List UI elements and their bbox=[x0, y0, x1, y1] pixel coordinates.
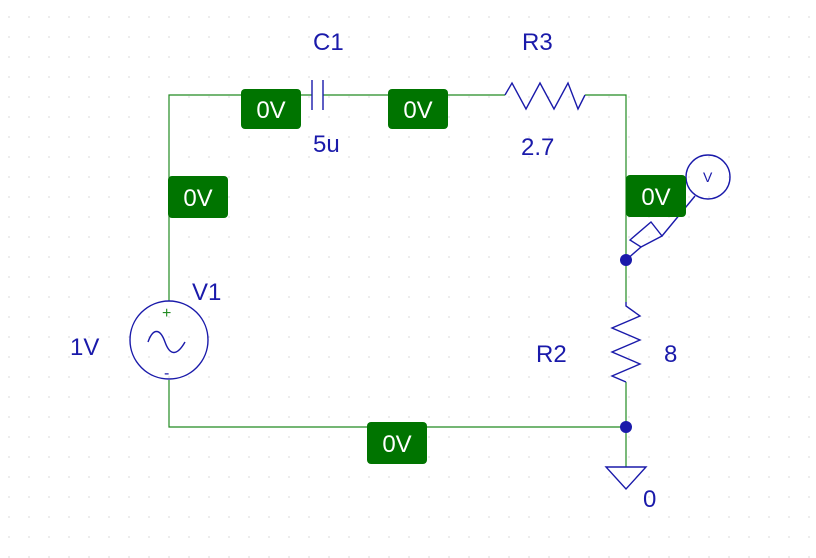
voltage-marker[interactable]: 0V bbox=[168, 176, 228, 218]
c1-name: C1 bbox=[313, 29, 344, 56]
probe-label: V bbox=[703, 169, 713, 185]
r2-value: 8 bbox=[664, 341, 677, 368]
voltage-marker-text: 0V bbox=[403, 97, 432, 124]
r3-name: R3 bbox=[522, 29, 553, 56]
voltage-marker[interactable]: 0V bbox=[626, 175, 686, 217]
ground-symbol[interactable]: 0 bbox=[604, 466, 656, 513]
voltage-marker-text: 0V bbox=[256, 97, 285, 124]
v1-name: V1 bbox=[192, 279, 221, 306]
voltage-marker-text: 0V bbox=[183, 185, 212, 212]
voltage-marker-text: 0V bbox=[382, 431, 411, 458]
resistor-r2[interactable]: R2 8 bbox=[536, 302, 677, 383]
voltage-marker[interactable]: 0V bbox=[367, 422, 427, 464]
capacitor-c1[interactable]: C1 5u bbox=[311, 29, 344, 158]
voltage-source-v1[interactable]: + - V1 1V bbox=[70, 279, 221, 382]
voltage-marker[interactable]: 0V bbox=[388, 89, 448, 129]
resistor-r3[interactable]: R3 2.7 bbox=[504, 29, 586, 161]
ground-label: 0 bbox=[643, 486, 656, 513]
r2-name: R2 bbox=[536, 341, 567, 368]
node-dot-bottom bbox=[620, 421, 632, 433]
voltage-marker-text: 0V bbox=[641, 184, 670, 211]
voltage-marker[interactable]: 0V bbox=[241, 89, 301, 129]
r3-value: 2.7 bbox=[521, 134, 554, 161]
voltage-probe-icon bbox=[685, 154, 731, 200]
wire-r3-right[interactable] bbox=[585, 94, 627, 302]
v1-plus: + bbox=[162, 305, 171, 322]
v1-value: 1V bbox=[70, 334, 99, 361]
v1-minus: - bbox=[164, 365, 169, 382]
c1-value: 5u bbox=[313, 131, 340, 158]
